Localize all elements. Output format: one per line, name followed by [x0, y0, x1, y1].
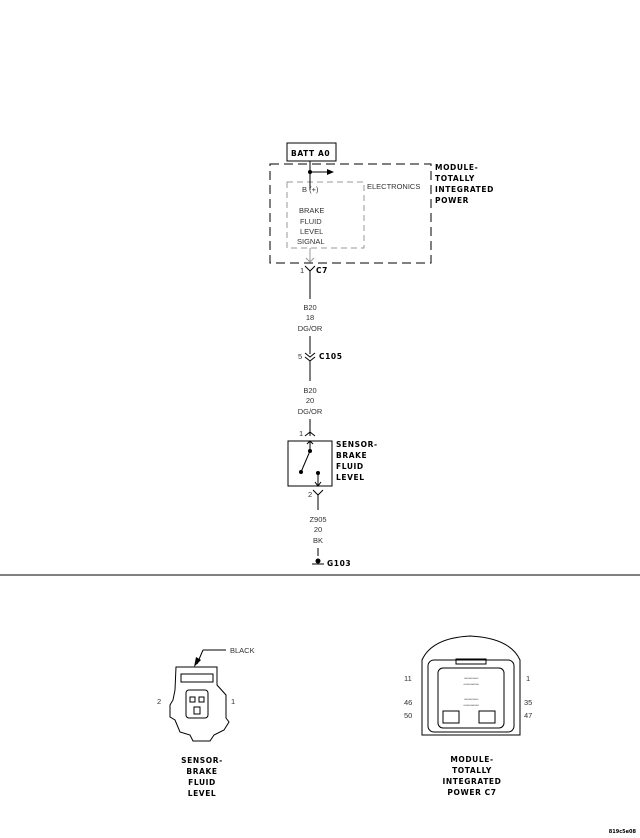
c105-pin: 5 — [298, 352, 302, 361]
module-connector-label: MODULE- TOTALLY INTEGRATED POWER C7 — [443, 755, 502, 797]
ground-label: G103 — [327, 559, 351, 568]
module-connector-view: ▫▫▫▫▫▫▫▫▫▫▫ ▫▫▫▫▫▫▫▫▫▫▫▫ ▫▫▫▫▫▫▫▫▫▫▫ ▫▫▫… — [421, 635, 521, 736]
c7-label: C7 — [316, 266, 328, 275]
svg-text:SENSOR-: SENSOR- — [181, 756, 223, 765]
wire-b20-18: B20 18 DG/OR — [298, 303, 323, 333]
sensor-label: SENSOR- BRAKE FLUID LEVEL — [336, 440, 378, 482]
pin-label: 2 — [157, 697, 161, 706]
svg-text:LEVEL: LEVEL — [336, 473, 365, 482]
svg-text:TOTALLY: TOTALLY — [435, 174, 475, 183]
svg-text:MODULE-: MODULE- — [435, 163, 478, 172]
svg-text:SENSOR-: SENSOR- — [336, 440, 378, 449]
electronics-outline — [286, 181, 365, 249]
module-outline — [269, 163, 432, 264]
figure-id: 819c5e08 — [609, 829, 637, 835]
svg-text:▫▫▫▫▫▫▫▫▫▫▫▫: ▫▫▫▫▫▫▫▫▫▫▫▫ — [463, 703, 479, 709]
switch-icon — [300, 450, 311, 473]
svg-text:INTEGRATED: INTEGRATED — [443, 777, 502, 786]
ground-icon — [312, 558, 324, 565]
svg-text:POWER: POWER — [435, 196, 469, 205]
svg-text:▫▫▫▫▫▫▫▫▫▫▫: ▫▫▫▫▫▫▫▫▫▫▫ — [464, 697, 479, 703]
svg-text:POWER C7: POWER C7 — [447, 788, 496, 797]
svg-text:SIGNAL: SIGNAL — [297, 237, 325, 246]
svg-text:B (+): B (+) — [302, 185, 319, 194]
pin-label: 1 — [231, 697, 235, 706]
pin-label: 1 — [526, 674, 530, 683]
svg-text:TOTALLY: TOTALLY — [452, 766, 492, 775]
svg-text:BRAKE: BRAKE — [186, 767, 217, 776]
svg-text:DG/OR: DG/OR — [298, 407, 323, 416]
svg-text:20: 20 — [306, 396, 314, 405]
pin-label: 35 — [524, 698, 532, 707]
svg-text:BK: BK — [313, 536, 323, 545]
pin-label: 11 — [404, 674, 412, 683]
svg-text:MODULE-: MODULE- — [450, 755, 493, 764]
svg-text:LEVEL: LEVEL — [188, 789, 217, 798]
svg-text:20: 20 — [314, 525, 322, 534]
svg-text:BRAKE: BRAKE — [336, 451, 367, 460]
svg-text:BRAKE: BRAKE — [299, 206, 324, 215]
sensor-connector-view — [169, 649, 230, 742]
svg-text:Z905: Z905 — [309, 515, 326, 524]
svg-text:FLUID: FLUID — [336, 462, 364, 471]
c7-pin: 1 — [300, 266, 304, 275]
svg-text:LEVEL: LEVEL — [300, 227, 323, 236]
wire-b20-20: B20 20 DG/OR — [298, 386, 323, 416]
svg-text:18: 18 — [306, 313, 314, 322]
svg-text:DG/OR: DG/OR — [298, 324, 323, 333]
pin-label: 47 — [524, 711, 532, 720]
inner-labels: B (+) BRAKE FLUID LEVEL SIGNAL — [297, 185, 325, 246]
svg-text:INTEGRATED: INTEGRATED — [435, 185, 494, 194]
svg-text:B20: B20 — [303, 303, 316, 312]
svg-text:▫▫▫▫▫▫▫▫▫▫▫▫: ▫▫▫▫▫▫▫▫▫▫▫▫ — [463, 682, 479, 688]
svg-text:FLUID: FLUID — [188, 778, 216, 787]
svg-text:FLUID: FLUID — [300, 217, 322, 226]
pin-label: 46 — [404, 698, 412, 707]
wire-z905: Z905 20 BK — [309, 515, 326, 545]
electronics-label: ELECTRONICS — [367, 182, 420, 191]
batt-label: BATT A0 — [291, 149, 330, 158]
svg-text:B20: B20 — [303, 386, 316, 395]
connector-color-label: BLACK — [230, 646, 255, 655]
svg-text:▫▫▫▫▫▫▫▫▫▫▫: ▫▫▫▫▫▫▫▫▫▫▫ — [464, 676, 479, 682]
module-label: MODULE- TOTALLY INTEGRATED POWER — [435, 163, 494, 205]
sensor-connector-label: SENSOR- BRAKE FLUID LEVEL — [181, 756, 223, 798]
arrow-icon — [327, 169, 334, 175]
pin-label: 50 — [404, 711, 412, 720]
sensor-pin-1: 1 — [299, 429, 303, 438]
sensor-pin-2: 2 — [308, 490, 312, 499]
batt-box — [286, 142, 337, 162]
c7-connector-icon — [304, 265, 316, 272]
c105-label: C105 — [319, 352, 343, 361]
c105-connector-icon — [304, 352, 316, 358]
